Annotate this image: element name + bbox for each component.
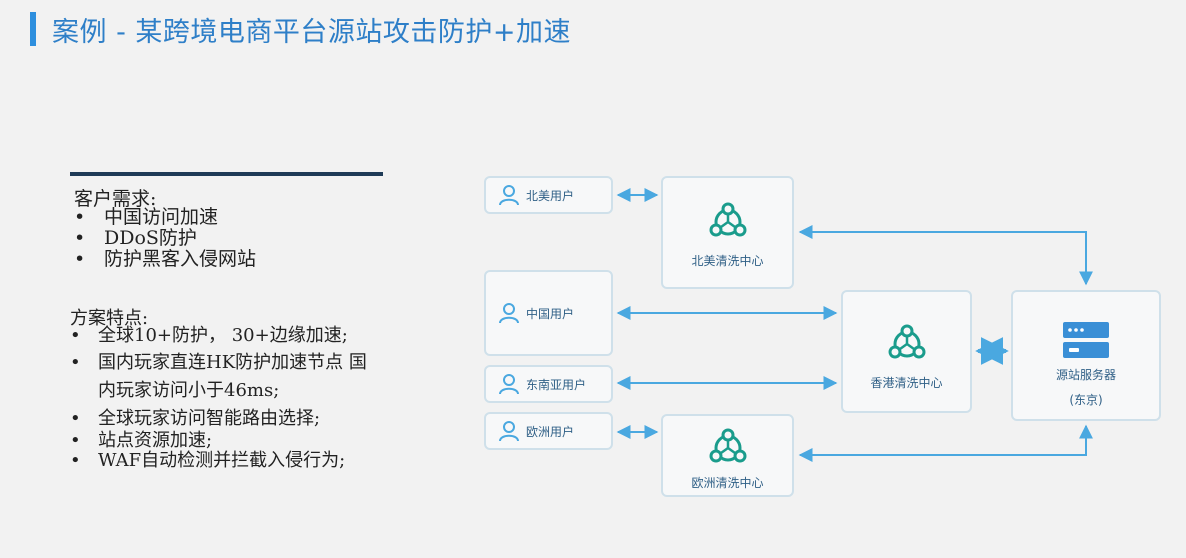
solution-item: •国内玩家直连HK防护加速节点 国内玩家访问小于46ms; — [70, 352, 367, 401]
requirement-item: •防护黑客入侵网站 — [74, 248, 257, 270]
center-box-eu: 欧洲清洗中心 — [661, 414, 794, 497]
cleaning-center-icon — [709, 202, 746, 237]
solution-list: •全球10+防护， 30+边缘加速; •国内玩家直连HK防护加速节点 国内玩家访… — [70, 324, 367, 471]
cleaning-center-icon — [709, 428, 746, 463]
solution-item: •全球玩家访问智能路由选择; — [70, 408, 321, 429]
user-icon — [499, 374, 519, 395]
user-label-cn: 中国用户 — [526, 306, 575, 321]
user-box-eu: 欧洲用户 — [484, 412, 613, 450]
center-box-na: 北美清洗中心 — [661, 176, 794, 289]
solution-item: •全球10+防护， 30+边缘加速; — [70, 325, 348, 346]
cleaning-center-icon — [888, 324, 925, 359]
user-label-na: 北美用户 — [526, 188, 575, 203]
user-box-na: 北美用户 — [484, 176, 613, 214]
solution-item: •站点资源加速; — [70, 430, 213, 451]
user-icon — [499, 303, 519, 324]
requirements-list: •中国访问加速 •DDoS防护 •防护黑客入侵网站 — [74, 207, 256, 270]
page-title: 案例 - 某跨境电商平台源站攻击防护+加速 — [52, 17, 572, 48]
server-icon — [1063, 322, 1109, 358]
arrow-eu-center-server — [798, 424, 1093, 462]
solution-item: •WAF自动检测并拦截入侵行为; — [70, 450, 346, 471]
user-icon — [499, 185, 519, 206]
arrow-na-center-server — [798, 225, 1093, 286]
requirement-item: •DDoS防护 — [74, 227, 197, 249]
requirement-item: •中国访问加速 — [74, 206, 219, 228]
section-divider — [70, 172, 383, 176]
server-location: (东京) — [1069, 393, 1103, 407]
user-box-cn: 中国用户 — [484, 270, 613, 356]
server-label: 源站服务器 — [1055, 368, 1116, 382]
server-box: 源站服务器 (东京) — [1011, 290, 1161, 421]
user-icon — [499, 421, 519, 442]
user-label-sea: 东南亚用户 — [526, 377, 587, 392]
user-label-eu: 欧洲用户 — [526, 424, 575, 439]
center-box-hk: 香港清洗中心 — [841, 290, 972, 413]
title-accent-bar — [30, 12, 36, 46]
user-box-sea: 东南亚用户 — [484, 365, 613, 403]
center-label-hk: 香港清洗中心 — [870, 376, 943, 390]
requirements-heading: 客户需求: — [74, 188, 157, 210]
solution-heading: 方案特点: — [70, 308, 149, 329]
center-label-na: 北美清洗中心 — [691, 254, 764, 268]
center-label-eu: 欧洲清洗中心 — [691, 476, 764, 490]
